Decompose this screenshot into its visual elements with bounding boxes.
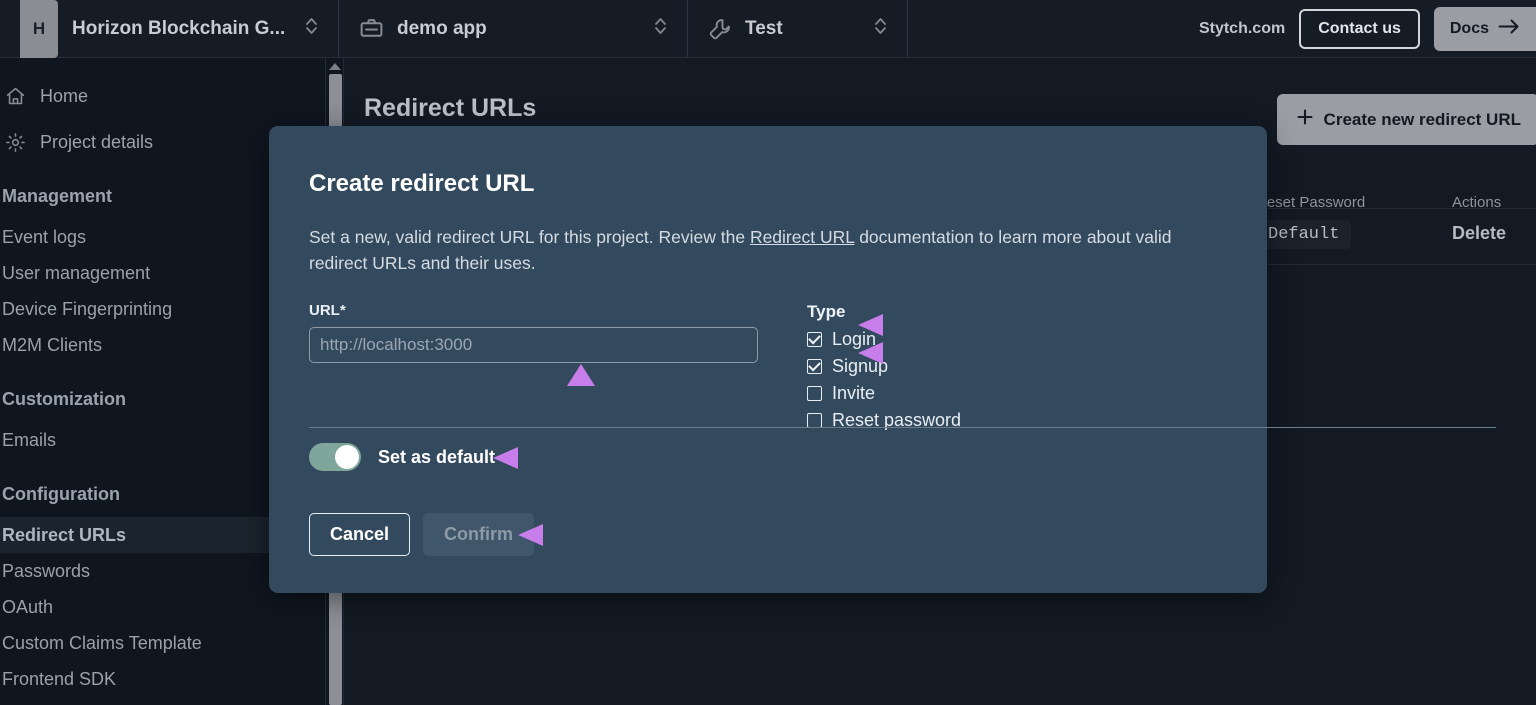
create-button-label: Create new redirect URL	[1323, 109, 1521, 129]
docs-button-label: Docs	[1449, 19, 1489, 37]
sidebar-section-configuration: Configuration	[2, 484, 120, 504]
gear-icon	[4, 132, 26, 153]
briefcase-icon	[359, 16, 384, 41]
set-as-default-row: Set as default	[309, 443, 495, 471]
page-title: Redirect URLs	[364, 94, 537, 122]
checkbox-label-signup: Signup	[832, 356, 889, 376]
sidebar-item-passwords[interactable]: Passwords	[2, 561, 91, 581]
confirm-button: Confirm	[423, 513, 535, 556]
dialog-title: Create redirect URL	[309, 170, 535, 197]
sidebar-item-emails[interactable]: Emails	[2, 430, 57, 450]
sidebar-item-user-management[interactable]: User management	[2, 263, 151, 283]
stytch-website-link[interactable]: Stytch.com	[1198, 19, 1286, 37]
environment-selector[interactable]: Test	[688, 0, 908, 57]
set-as-default-label: Set as default	[378, 446, 496, 467]
chevron-updown-icon	[654, 13, 667, 44]
checkbox-label-invite: Invite	[832, 383, 876, 403]
checkbox-row-signup[interactable]: Signup	[807, 353, 961, 380]
type-group-label: Type	[807, 302, 846, 321]
sidebar-item-label: Project details	[40, 131, 154, 152]
sidebar-item-device-fingerprinting[interactable]: Device Fingerprinting	[2, 299, 173, 319]
column-header-reset-password: Reset Password	[1256, 194, 1366, 211]
sidebar-item-frontend-sdk[interactable]: Frontend SDK	[2, 669, 117, 689]
scroll-up-arrow-icon[interactable]	[328, 63, 341, 70]
column-header-actions: Actions	[1452, 194, 1502, 211]
project-selector[interactable]: H Horizon Blockchain G...	[0, 0, 339, 58]
url-field-label: URL*	[309, 302, 346, 319]
chevron-updown-icon	[305, 13, 318, 44]
top-bar: H Horizon Blockchain G... demo app Test	[0, 0, 1536, 58]
project-name: Horizon Blockchain G...	[72, 17, 286, 39]
environment-name: Test	[745, 17, 783, 39]
docs-button[interactable]: Docs	[1433, 6, 1536, 51]
sidebar-item-project-details[interactable]: Project details	[0, 124, 325, 160]
checkbox-row-reset-password[interactable]: Reset password	[807, 407, 961, 434]
arrow-right-icon	[1498, 18, 1520, 40]
checkbox-reset-password[interactable]	[807, 413, 822, 428]
app-name: demo app	[397, 17, 487, 39]
contact-us-button[interactable]: Contact us	[1299, 8, 1420, 49]
topbar-actions: Stytch.com Contact us Docs	[1179, 0, 1536, 57]
url-field-group: URL*	[309, 302, 759, 434]
checkbox-label-reset-password: Reset password	[832, 410, 962, 430]
url-input[interactable]	[309, 327, 758, 363]
description-text-after: documentation to learn more about valid …	[309, 227, 1172, 273]
dialog-divider	[309, 427, 1496, 428]
sidebar-item-custom-claims-template[interactable]: Custom Claims Template	[2, 633, 202, 653]
plus-icon	[1295, 107, 1315, 132]
checkbox-invite[interactable]	[807, 386, 822, 401]
status-badge-default: Default	[1256, 220, 1352, 249]
sidebar-item-event-logs[interactable]: Event logs	[2, 227, 87, 247]
sidebar-section-customization: Customization	[2, 389, 126, 409]
sidebar-item-oauth[interactable]: OAuth	[2, 597, 54, 617]
create-redirect-url-dialog: Create redirect URL Set a new, valid red…	[269, 126, 1267, 593]
toggle-knob	[335, 445, 359, 469]
type-checkbox-group: Type Login Signup Invite Reset password	[807, 302, 961, 434]
checkbox-row-invite[interactable]: Invite	[807, 380, 961, 407]
checkbox-login[interactable]	[807, 332, 822, 347]
description-text-before: Set a new, valid redirect URL for this p…	[309, 227, 750, 247]
redirect-url-docs-link[interactable]: Redirect URL	[749, 227, 855, 247]
dialog-actions: Cancel Confirm	[309, 513, 535, 556]
checkbox-label-login: Login	[832, 329, 877, 349]
dialog-description: Set a new, valid redirect URL for this p…	[309, 224, 1189, 276]
cancel-button[interactable]: Cancel	[309, 513, 411, 556]
create-new-redirect-url-button[interactable]: Create new redirect URL	[1276, 94, 1536, 145]
checkbox-row-login[interactable]: Login	[807, 326, 961, 353]
sidebar-item-home[interactable]: Home	[0, 78, 325, 114]
set-as-default-toggle[interactable]	[309, 443, 361, 471]
create-redirect-url-wrap: Create new redirect URL	[1276, 94, 1536, 145]
delete-button[interactable]: Delete	[1452, 223, 1507, 243]
chevron-updown-icon	[874, 13, 887, 44]
project-logo: H	[20, 0, 58, 58]
checkbox-signup[interactable]	[807, 359, 822, 374]
sidebar-item-label: Home	[40, 85, 89, 106]
sidebar-item-m2m-clients[interactable]: M2M Clients	[2, 335, 103, 355]
wrench-icon	[708, 17, 732, 41]
sidebar-section-management: Management	[2, 186, 113, 206]
dialog-form: URL* Type Login Signup Invite	[309, 302, 1227, 434]
app-selector[interactable]: demo app	[339, 0, 688, 57]
home-icon	[4, 86, 26, 107]
